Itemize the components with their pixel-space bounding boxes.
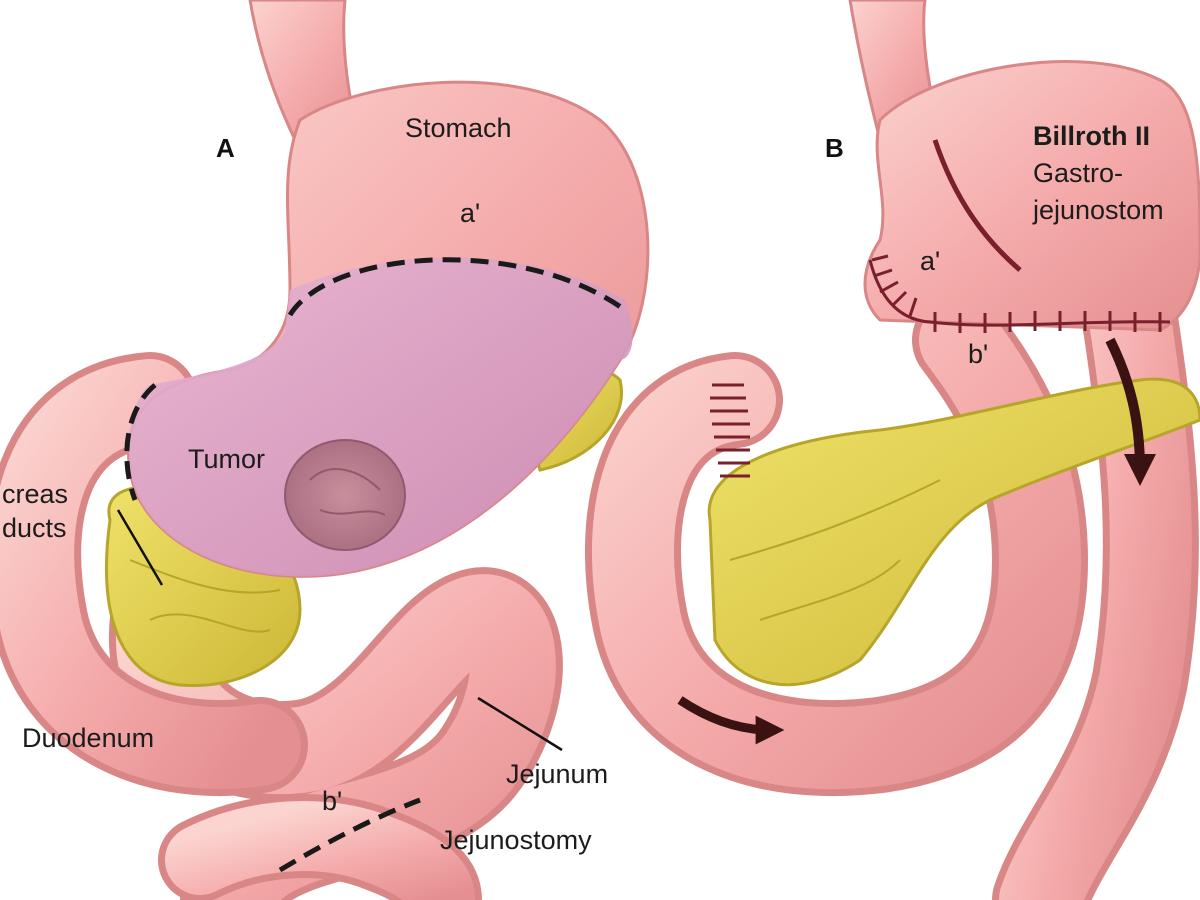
- resection-line-b: [278, 797, 421, 873]
- panel-b-letter: B: [825, 133, 844, 163]
- flow-arrow-efferent: [1105, 337, 1156, 486]
- jejunum-leader: [477, 696, 563, 752]
- anastomosis-line: [868, 259, 1171, 327]
- label-b-prime-b: b': [968, 339, 988, 369]
- flow-arrow-afferent: [677, 696, 785, 745]
- tumor-mass: [284, 439, 406, 551]
- label-stomach: Stomach: [405, 113, 512, 143]
- label-a-prime: a': [460, 198, 480, 228]
- panel-b: B Billroth II Gastro- jejunostom a' b': [584, 0, 1200, 900]
- anastomosis-stitches: [871, 254, 1162, 333]
- ducts-leader: [116, 509, 164, 586]
- label-jejunostomy: Jejunostomy: [440, 825, 592, 855]
- label-jejunum: Jejunum: [506, 759, 608, 789]
- label-pancreas-line1: creas: [2, 479, 68, 509]
- duodenal-stump-stitches: [710, 383, 750, 478]
- label-a-prime-b: a': [920, 246, 940, 276]
- resection-line-a: [287, 257, 627, 317]
- label-jejunostomy-b: jejunostom: [1032, 195, 1164, 225]
- label-gastro: Gastro-: [1033, 158, 1123, 188]
- panel-a: A Stomach a' Tumor creas ducts Duodenum …: [0, 0, 650, 900]
- label-tumor: Tumor: [188, 444, 265, 474]
- resected-region-a: [129, 257, 633, 577]
- label-b-prime: b': [322, 786, 342, 816]
- label-pancreas-line2: ducts: [2, 513, 67, 543]
- label-billroth-title: Billroth II: [1033, 121, 1150, 151]
- resection-line-duodenum: [124, 383, 157, 501]
- label-duodenum: Duodenum: [22, 723, 154, 753]
- panel-a-letter: A: [216, 133, 235, 163]
